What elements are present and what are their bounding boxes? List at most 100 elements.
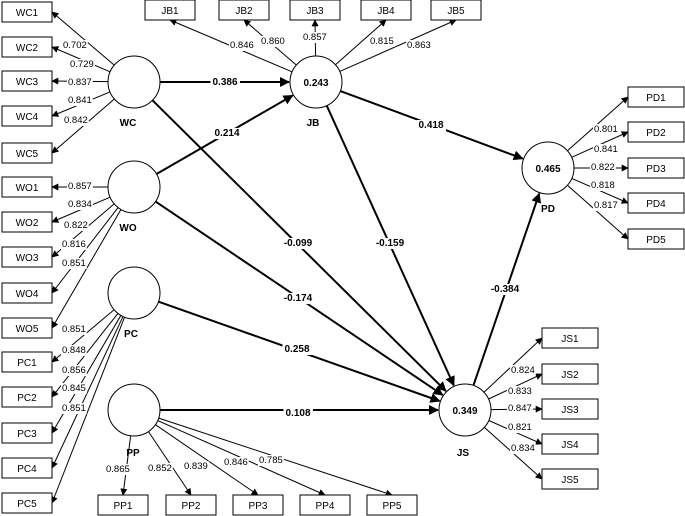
- loading-value-js3: 0.847: [508, 403, 532, 414]
- loading-arrow-pd1: [567, 96, 629, 152]
- loading-value-bg: [302, 32, 328, 43]
- loading-value-bg: [67, 181, 93, 192]
- loading-value-jb2: 0.860: [261, 36, 285, 47]
- path-coefficient-bg: [373, 238, 407, 249]
- indicator-box-pd2: [627, 121, 685, 143]
- indicator-box-js1: [541, 327, 599, 349]
- loading-arrow-jb4: [335, 19, 387, 66]
- indicator-box-wc2: [1, 36, 53, 58]
- indicator-box-jb2: [218, 0, 270, 21]
- loading-value-bg: [593, 124, 619, 135]
- loading-arrow-pc4: [51, 316, 124, 469]
- loading-value-jb3: 0.857: [303, 32, 327, 43]
- indicator-label-wc2: WC2: [16, 43, 39, 54]
- loading-value-wc1: 0.702: [63, 40, 87, 51]
- indicator-box-wo5: [1, 317, 53, 339]
- loading-value-wo2: 0.834: [68, 199, 92, 210]
- loading-value-js5: 0.834: [511, 443, 535, 454]
- indicator-label-pc5: PC5: [17, 499, 37, 510]
- indicator-box-js5: [541, 468, 599, 490]
- indicator-label-pd5: PD5: [646, 235, 666, 246]
- loading-value-pp5: 0.785: [259, 455, 283, 466]
- loading-value-pp3: 0.839: [184, 461, 208, 472]
- loading-value-bg: [183, 461, 209, 472]
- loading-value-bg: [507, 403, 533, 414]
- construct-node-pp: [107, 383, 161, 437]
- indicator-label-js4: JS4: [561, 440, 579, 451]
- path-coefficient-bg: [488, 284, 522, 295]
- construct-name-wo: WO: [119, 223, 136, 234]
- loading-value-pd3: 0.822: [591, 162, 615, 173]
- loading-value-bg: [61, 383, 87, 394]
- loading-value-bg: [406, 40, 432, 51]
- construct-name-wc: WC: [120, 118, 137, 129]
- loading-value-bg: [147, 463, 173, 474]
- loading-value-js4: 0.821: [508, 422, 532, 433]
- indicator-label-pd1: PD1: [646, 93, 666, 104]
- indicator-box-pc3: [1, 422, 53, 444]
- path-coefficient-wc-jb: 0.386: [212, 77, 237, 88]
- indicator-box-pc2: [1, 386, 53, 408]
- path-coefficient-wc-js: -0.099: [284, 238, 313, 249]
- construct-node-jb: [289, 55, 343, 109]
- loading-value-wc4: 0.841: [68, 95, 92, 106]
- loading-value-jb4: 0.815: [370, 36, 394, 47]
- indicator-label-pc3: PC3: [17, 429, 37, 440]
- loading-value-bg: [61, 365, 87, 376]
- indicator-box-pd3: [627, 157, 685, 179]
- construct-node-wo: [107, 160, 161, 214]
- loading-value-jb5: 0.863: [407, 40, 431, 51]
- loading-arrow-jb5: [339, 19, 457, 72]
- loading-value-jb1: 0.846: [230, 40, 254, 51]
- loading-value-pc1: 0.851: [62, 324, 86, 335]
- path-coefficient-bg: [416, 120, 446, 131]
- indicator-label-pd3: PD3: [646, 164, 666, 175]
- loading-value-js2: 0.833: [508, 386, 532, 397]
- indicator-label-pc4: PC4: [17, 464, 37, 475]
- loading-value-bg: [593, 200, 619, 211]
- indicator-box-wo2: [1, 211, 53, 233]
- path-coefficient-bg: [210, 77, 240, 88]
- indicator-label-js1: JS1: [561, 334, 579, 345]
- indicator-box-js4: [541, 433, 599, 455]
- loading-value-bg: [510, 443, 536, 454]
- loading-value-bg: [590, 180, 616, 191]
- loading-arrow-wo4: [51, 207, 119, 294]
- indicator-label-wo2: WO2: [16, 218, 39, 229]
- construct-node-js: [438, 383, 492, 437]
- indicator-label-wo5: WO5: [16, 324, 39, 335]
- indicator-box-wo3: [1, 246, 53, 268]
- indicator-box-wc4: [1, 105, 53, 127]
- loading-arrow-wc1: [51, 11, 115, 66]
- path-coefficient-jb-js: -0.159: [376, 238, 405, 249]
- loading-value-bg: [61, 239, 87, 250]
- loading-value-pd2: 0.841: [594, 144, 618, 155]
- loading-value-wo4: 0.816: [62, 239, 86, 250]
- indicator-label-pd2: PD2: [646, 128, 666, 139]
- path-coefficient-wo-jb: 0.214: [214, 128, 239, 139]
- indicator-label-wo1: WO1: [16, 183, 39, 194]
- construct-node-pd: [521, 141, 575, 195]
- r-squared-pd: 0.465: [535, 164, 560, 175]
- indicator-box-js2: [541, 363, 599, 385]
- r-squared-js: 0.349: [452, 406, 477, 417]
- indicator-box-pc5: [1, 492, 53, 514]
- indicator-label-jb2: JB2: [235, 6, 253, 17]
- loading-value-wo5: 0.851: [62, 258, 86, 269]
- loading-value-pd1: 0.801: [594, 124, 618, 135]
- loading-value-bg: [67, 199, 93, 210]
- indicator-box-pp2: [165, 494, 217, 516]
- loading-value-pp4: 0.846: [224, 457, 248, 468]
- construct-node-pc: [107, 266, 161, 320]
- path-coefficient-pc-js: 0.258: [284, 344, 309, 355]
- indicator-box-pp3: [232, 494, 284, 516]
- loading-value-wc2: 0.729: [70, 59, 94, 70]
- path-coefficient-bg: [281, 293, 315, 304]
- indicator-label-pp5: PP5: [383, 501, 402, 512]
- loading-value-bg: [258, 455, 284, 466]
- construct-name-pp: PP: [126, 448, 140, 459]
- indicator-label-js2: JS2: [561, 370, 579, 381]
- indicator-box-pp4: [299, 494, 351, 516]
- loading-value-pd4: 0.818: [591, 180, 615, 191]
